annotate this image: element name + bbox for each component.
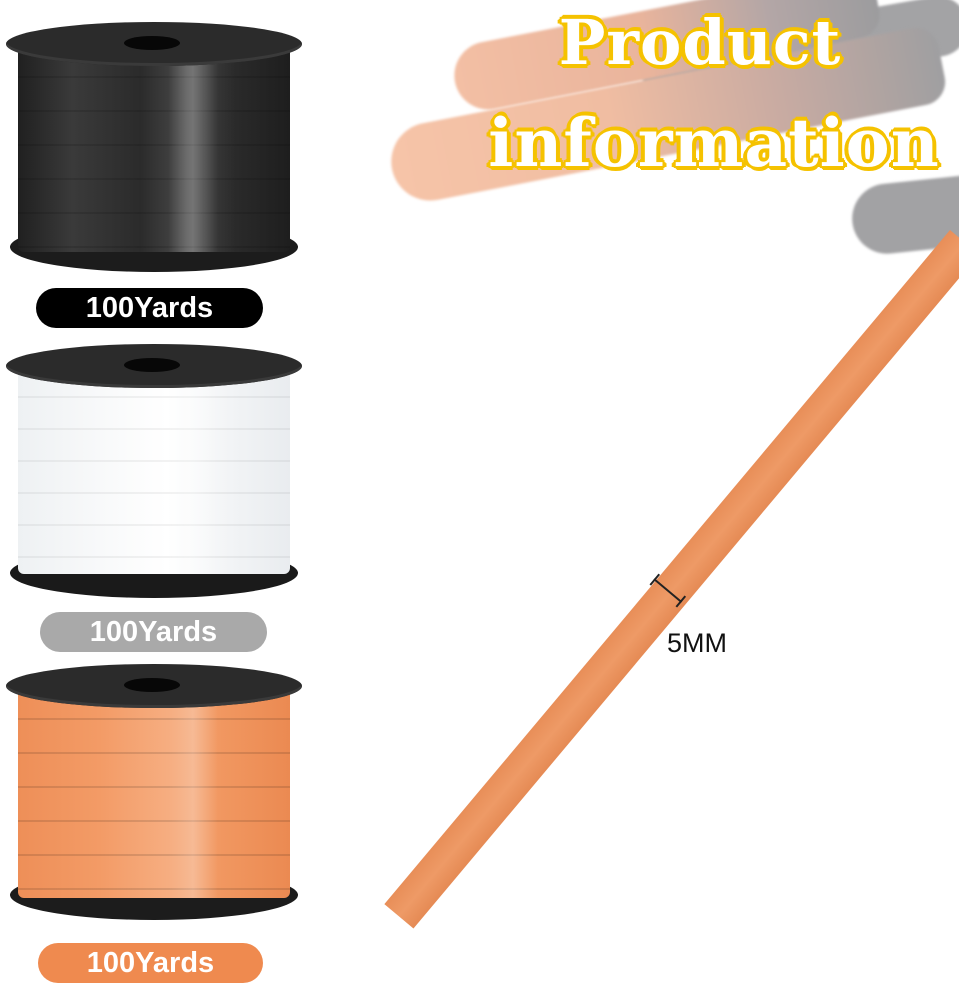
spool-orange	[6, 664, 302, 930]
spool-center-hole	[124, 678, 180, 692]
ribbon-sample	[384, 230, 959, 929]
ribbon-roll	[18, 686, 290, 898]
title-product: Product	[558, 6, 842, 79]
ribbon-roll	[18, 44, 290, 252]
ribbon-width-label: 5MM	[667, 628, 727, 658]
spool-center-hole	[124, 36, 180, 50]
ribbon-roll	[18, 366, 290, 574]
spool-black	[6, 22, 302, 278]
title-information: information	[488, 104, 940, 182]
length-badge-white: 100Yards	[40, 612, 267, 652]
spool-top-flange	[6, 344, 302, 388]
spool-white	[6, 344, 302, 600]
spool-center-hole	[124, 358, 180, 372]
length-badge-black: 100Yards	[36, 288, 263, 328]
spool-top-flange	[6, 22, 302, 66]
length-badge-orange: 100Yards	[38, 943, 263, 983]
spool-top-flange	[6, 664, 302, 708]
